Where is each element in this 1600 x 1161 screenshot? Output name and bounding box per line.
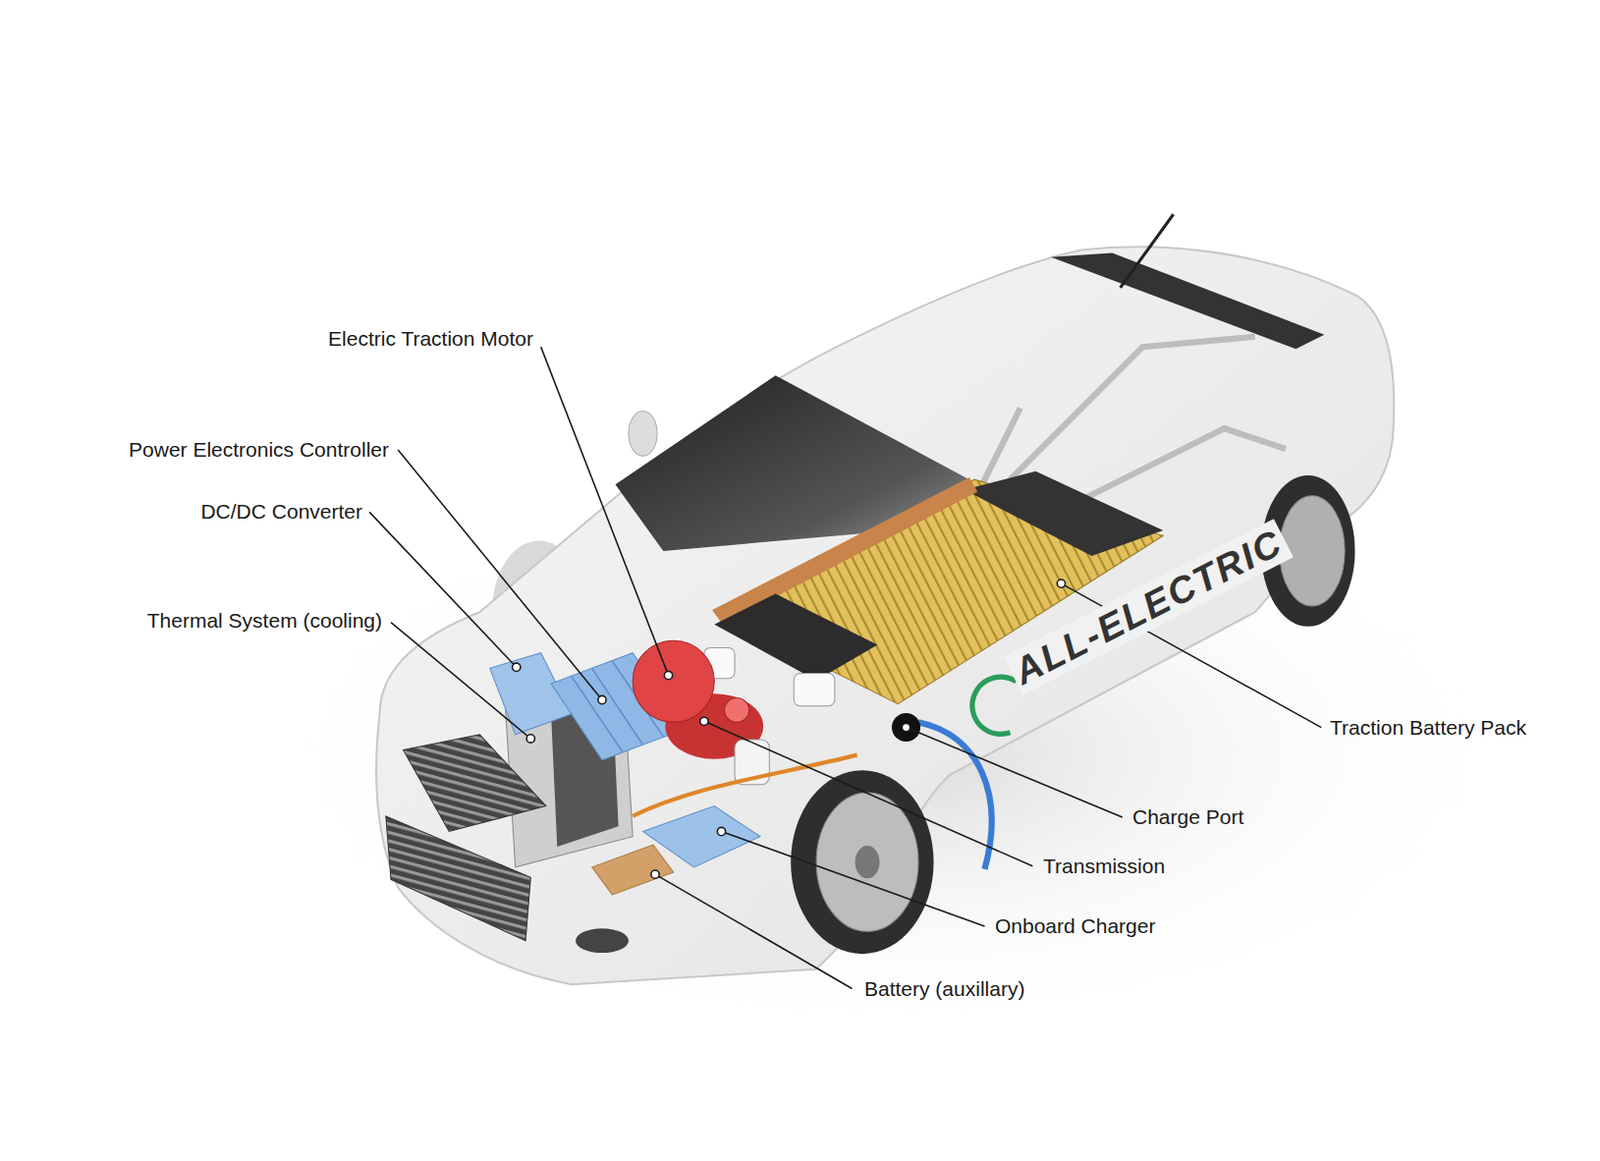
charge-cable bbox=[918, 721, 993, 870]
front-wheel bbox=[790, 770, 934, 954]
front-hub bbox=[855, 845, 881, 879]
coolant-tank bbox=[793, 673, 835, 707]
front-rim bbox=[816, 792, 919, 932]
car-body bbox=[376, 246, 1394, 985]
fog-light bbox=[575, 928, 629, 953]
part-label: Charge Port bbox=[1132, 805, 1244, 829]
part-label: Electric Traction Motor bbox=[328, 327, 534, 351]
battery-bricks bbox=[712, 477, 978, 625]
traction-motor bbox=[632, 640, 715, 722]
motor-fan bbox=[724, 697, 750, 722]
aux-battery bbox=[592, 844, 674, 895]
green-logo bbox=[972, 676, 1017, 734]
part-label: Traction Battery Pack bbox=[1329, 716, 1527, 740]
charge-port bbox=[891, 713, 921, 742]
part-label: Onboard Charger bbox=[994, 914, 1156, 938]
rear-window bbox=[1050, 253, 1325, 350]
battery-module bbox=[964, 471, 1164, 556]
battery-module bbox=[714, 594, 878, 681]
part-label: Thermal System (cooling) bbox=[147, 608, 383, 633]
part-label: DC/DC Converter bbox=[200, 499, 363, 524]
part-label: Battery (auxillary) bbox=[864, 977, 1025, 1001]
leader-dots bbox=[512, 579, 1066, 879]
part-label: Transmission bbox=[1043, 854, 1165, 879]
upper-grille bbox=[402, 734, 546, 832]
leader-lines bbox=[369, 346, 1322, 989]
lower-grille bbox=[386, 816, 531, 941]
part-label: Power Electronics Controller bbox=[128, 438, 389, 462]
side-mirror bbox=[628, 411, 658, 457]
antenna bbox=[1120, 214, 1174, 288]
